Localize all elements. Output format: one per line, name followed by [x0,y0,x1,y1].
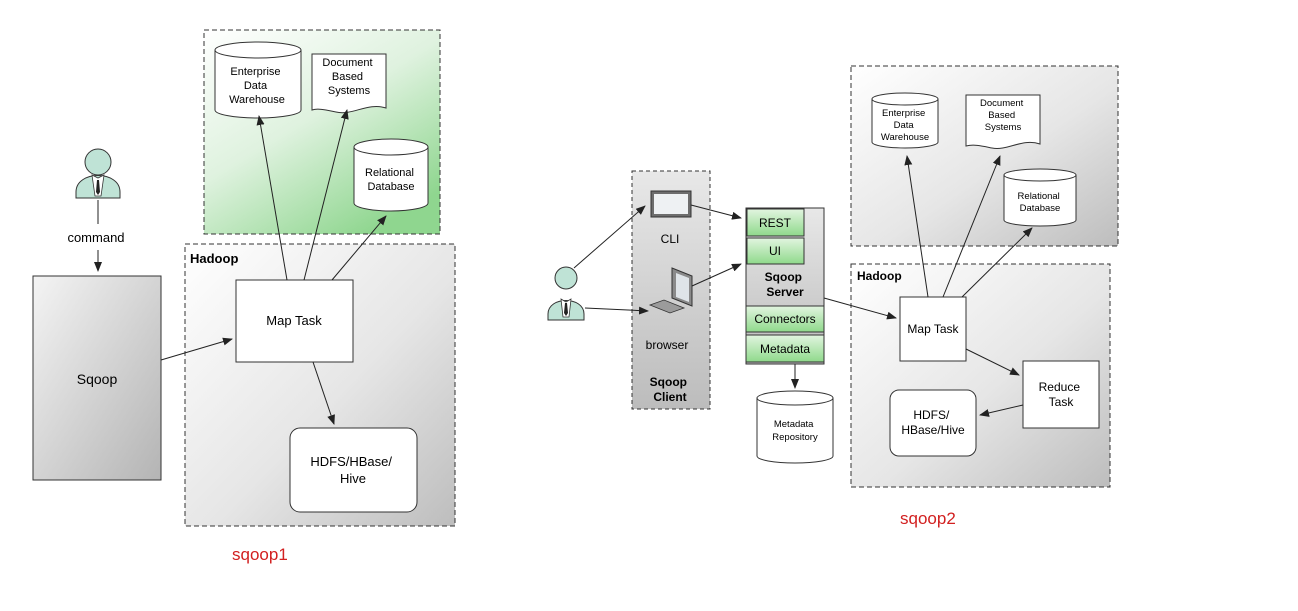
sqoop1-rdb-label-1: Relational [365,167,414,179]
sqoop2-hadoop-label: Hadoop [857,269,902,283]
repo-label-1: Metadata [774,419,814,430]
sqoop1-sqoop-label: Sqoop [77,371,118,387]
sqoop1-hdfs-box [289,427,418,513]
sqoop2-relational-db-cylinder: Relational Database [1003,168,1077,227]
svg-text:Document Based: Document Based Systems [322,57,375,97]
sqoop2-rdb-label-1: Relational [1018,191,1060,202]
sqoop1-hadoop-label: Hadoop [190,251,238,266]
sqoop2-edw-cylinder: Enterprise Data Warehouse [871,92,939,149]
reduce-task-box [1022,360,1100,429]
svg-text:Metadata Repository: Metadata Repository [772,419,818,443]
sqoop2-client-label-2: Client [653,390,686,404]
sqoop2-user-icon [547,266,585,321]
svg-text:Sqoop Server: Sqoop Server [765,270,806,299]
sqoop2-server-label-2: Server [766,285,804,299]
sqoop2-diagram: Hadoop Enterprise Data Warehouse Documen… [547,65,1119,488]
sqoop1-docs-label-1: Document [322,57,372,69]
sqoop1-docs-label-2: Based [332,71,363,83]
sqoop2-docs-label-2: Based [988,110,1015,121]
sqoop2-docs-label-1: Document [980,98,1024,109]
sqoop2-hdfs-box [889,389,977,457]
metadata-component [745,334,825,363]
svg-text:HDFS/HBase/ Hive: HDFS/HBase/ Hive [310,454,395,486]
metadata-label: Metadata [760,342,810,356]
svg-text:Relational Database: Relational Database [1018,191,1063,214]
browser-computer-icon [648,267,693,314]
sqoop1-user-icon [75,148,121,199]
sqoop1-rdb-label-2: Database [367,181,414,193]
sqoop1-relational-db-cylinder: Relational Database [353,138,429,212]
sqoop1-edw-cylinder: Enterprise Data Warehouse [214,41,302,119]
sqoop1-caption: sqoop1 [232,545,288,564]
sqoop2-edw-label-2: Data [894,120,915,131]
sqoop1-map-task-label: Map Task [266,313,322,328]
sqoop1-command-label: command [67,230,124,245]
sqoop1-arrows [160,109,387,425]
ui-label: UI [769,244,781,258]
svg-text:Enterprise Data: Enterprise Data Warehouse [229,66,285,106]
reduce-label-2: Task [1049,395,1075,409]
reduce-label-1: Reduce [1039,380,1081,394]
metadata-repository-cylinder: Metadata Repository [756,390,834,464]
sqoop2-server-label-1: Sqoop [765,270,802,284]
sqoop1-edw-label-2: Data [244,80,268,92]
sqoop1-docs-label-3: Systems [328,85,371,97]
cli-label: CLI [661,232,680,246]
connectors-label: Connectors [754,312,815,326]
sqoop2-map-task-box [899,296,967,362]
svg-text:Sqoop Client: Sqoop Client [650,375,691,404]
svg-text:HDFS/ HBase/Hive: HDFS/ HBase/Hive [901,408,965,437]
sqoop2-arrows [573,155,1033,417]
sqoop1-hdfs-label-2: Hive [340,471,366,486]
sqoop1-diagram: Hadoop Enterprise Data Warehouse Documen… [32,29,456,527]
sqoop1-map-task-box [235,279,354,363]
sqoop2-hdfs-label-1: HDFS/ [913,408,950,422]
repo-label-2: Repository [772,432,818,443]
svg-text:Enterprise Data: Enterprise Data Warehouse [881,108,929,143]
svg-text:Relational Database: Relational Database [365,167,417,193]
sqoop2-edw-label-3: Warehouse [881,132,929,143]
sqoop2-document-systems: Document Based Systems [965,94,1041,149]
browser-label: browser [646,338,689,352]
sqoop1-document-systems: Document Based Systems [311,53,387,114]
sqoop2-sources-panel [850,65,1119,247]
connectors-component [745,305,825,333]
sqoop2-hdfs-label-2: HBase/Hive [901,423,965,437]
svg-text:Reduce Task: Reduce Task [1039,380,1084,409]
sqoop2-client-label-1: Sqoop [650,375,687,389]
sqoop2-map-task-label: Map Task [907,322,959,336]
sqoop1-edw-label-3: Warehouse [229,94,285,106]
sqoop2-docs-label-3: Systems [985,122,1022,133]
rest-component [746,208,805,237]
sqoop1-edw-label-1: Enterprise [230,66,280,78]
cli-monitor-icon [650,190,692,218]
sqoop1-sqoop-box [32,275,162,481]
sqoop1-hdfs-label-1: HDFS/HBase/ [310,454,392,469]
ui-component [746,237,805,265]
rest-label: REST [759,216,792,230]
sqoop2-caption: sqoop2 [900,509,956,528]
svg-text:Document Based: Document Based Systems [980,98,1026,133]
sqoop2-rdb-label-2: Database [1020,203,1061,214]
sqoop2-edw-label-1: Enterprise [882,108,925,119]
